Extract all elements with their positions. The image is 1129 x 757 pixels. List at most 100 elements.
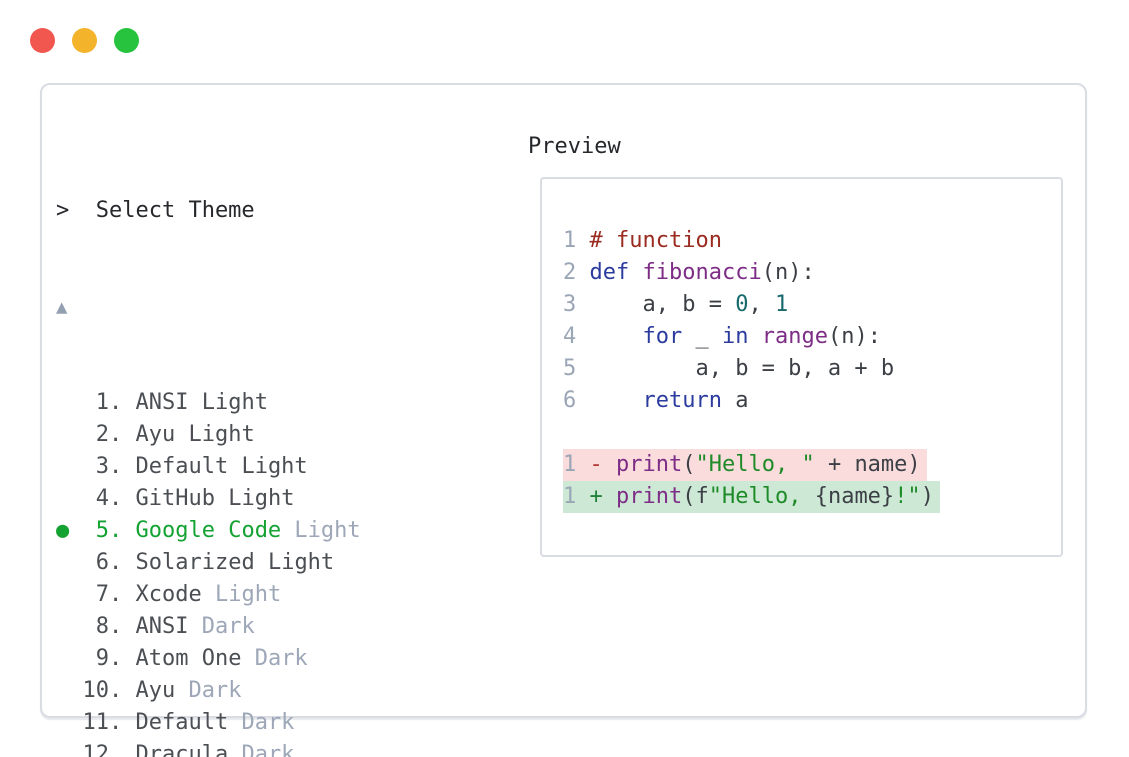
theme-list-item[interactable]: 3. Default Light <box>56 451 837 483</box>
theme-variant: Light <box>281 518 361 543</box>
line-number: 1 <box>563 452 577 477</box>
code-line: 2 def fibonacci(n): <box>563 257 940 289</box>
code-token: fibonacci <box>642 260 762 285</box>
code-token: + name) <box>814 452 921 477</box>
line-number: 1 <box>563 228 577 253</box>
code-token: # function <box>589 228 722 253</box>
theme-variant: Light <box>188 390 268 415</box>
picker-header: >Select Theme <box>56 195 837 227</box>
code-token: in <box>721 324 749 349</box>
theme-list-item[interactable]: 2. Ayu Light <box>56 419 837 451</box>
theme-list-item[interactable]: 4. GitHub Light <box>56 483 837 515</box>
theme-list-item[interactable]: ● 5. Google Code Light <box>56 515 837 547</box>
theme-number: 2. <box>56 422 136 447</box>
code-token: range <box>761 324 828 349</box>
preview-label: Preview <box>528 134 621 159</box>
theme-name: Dracula <box>135 742 229 757</box>
code-token: _ <box>682 324 722 349</box>
minimize-button[interactable] <box>72 28 97 53</box>
theme-name: Ayu <box>135 422 176 447</box>
code-token: {name} <box>814 484 895 509</box>
theme-name: Atom One <box>135 646 242 671</box>
code-token: 1 <box>774 292 789 317</box>
theme-list-item[interactable]: 12. Dracula Dark <box>56 739 837 757</box>
theme-variant: Dark <box>175 678 242 703</box>
theme-picker: >Select Theme ▲ 1. ANSI Light 2. Ayu Lig… <box>56 131 837 757</box>
code-token: return <box>642 388 722 413</box>
theme-list-item[interactable]: 10. Ayu Dark <box>56 675 837 707</box>
theme-name: ANSI <box>135 614 189 639</box>
code-token: def <box>589 260 630 285</box>
theme-variant: Dark <box>228 710 295 735</box>
theme-name: Solarized <box>135 550 255 575</box>
close-button[interactable] <box>30 28 55 53</box>
code-token <box>576 324 589 349</box>
theme-name: Default <box>135 454 229 479</box>
theme-list-item[interactable]: 6. Solarized Light <box>56 547 837 579</box>
line-number: 1 <box>563 484 577 509</box>
code-token <box>576 452 589 477</box>
diff-line: 1 + print(f"Hello, {name}!") <box>563 481 940 513</box>
code-line: 3 a, b = 0, 1 <box>563 289 940 321</box>
theme-list-item[interactable]: 11. Default Dark <box>56 707 837 739</box>
diff-line: 1 - print("Hello, " + name) <box>563 449 940 481</box>
zoom-button[interactable] <box>114 28 139 53</box>
code-line: 1 # function <box>563 225 940 257</box>
code-token: print <box>616 452 683 477</box>
code-token <box>576 388 589 413</box>
line-number: 4 <box>563 324 577 349</box>
code-line: 5 a, b = b, a + b <box>563 353 940 385</box>
theme-variant: Light <box>201 582 282 607</box>
code-token: a <box>721 388 749 413</box>
theme-variant: Light <box>175 422 255 447</box>
code-token: "Hello, <box>708 484 815 509</box>
code-line: 4 for _ in range(n): <box>563 321 940 353</box>
code-token <box>576 356 589 381</box>
code-token: print <box>616 484 683 509</box>
code-token: (f <box>682 484 709 509</box>
theme-list-item[interactable]: 9. Atom One Dark <box>56 643 837 675</box>
traffic-lights <box>30 28 139 53</box>
code-token: (n): <box>827 324 881 349</box>
code-token: ) <box>920 484 934 509</box>
code-token: , <box>748 292 775 317</box>
code-token <box>748 324 761 349</box>
theme-number: 8. <box>56 614 136 639</box>
code-token <box>590 324 643 349</box>
theme-list-item[interactable]: 7. Xcode Light <box>56 579 837 611</box>
code-token <box>590 388 643 413</box>
diff-added-line: 1 + print(f"Hello, {name}!") <box>563 481 940 513</box>
theme-name: Xcode <box>135 582 202 607</box>
code-token <box>576 228 589 253</box>
theme-variant: Light <box>228 454 308 479</box>
line-number: 3 <box>563 292 577 317</box>
theme-variant: Light <box>254 550 335 575</box>
theme-name: GitHub <box>135 486 215 511</box>
theme-picker-panel: >Select Theme ▲ 1. ANSI Light 2. Ayu Lig… <box>40 83 1087 757</box>
diff-sign: + <box>589 484 603 509</box>
line-number: 6 <box>563 388 577 413</box>
theme-number: 3. <box>56 454 136 479</box>
theme-list-item[interactable]: 1. ANSI Light <box>56 387 837 419</box>
diff-sign: - <box>589 452 603 477</box>
code-token: for <box>642 324 683 349</box>
theme-number: 12. <box>56 742 136 757</box>
theme-name: Default <box>135 710 229 735</box>
theme-number: 4. <box>56 486 136 511</box>
theme-list-item[interactable]: 8. ANSI Dark <box>56 611 837 643</box>
line-number: 5 <box>563 356 577 381</box>
theme-variant: Light <box>214 486 295 511</box>
code-token: a, b = b, a + b <box>589 356 895 381</box>
theme-number: ● 5. <box>56 518 136 543</box>
code-token <box>576 484 589 509</box>
code-token <box>576 260 589 285</box>
code-token: a, b = <box>589 292 736 317</box>
scroll-up-indicator[interactable]: ▲ <box>56 296 68 318</box>
theme-name: Ayu <box>135 678 176 703</box>
theme-number: 1. <box>56 390 136 415</box>
code-token: ( <box>682 452 696 477</box>
theme-list: 1. ANSI Light 2. Ayu Light 3. Default Li… <box>56 387 837 757</box>
